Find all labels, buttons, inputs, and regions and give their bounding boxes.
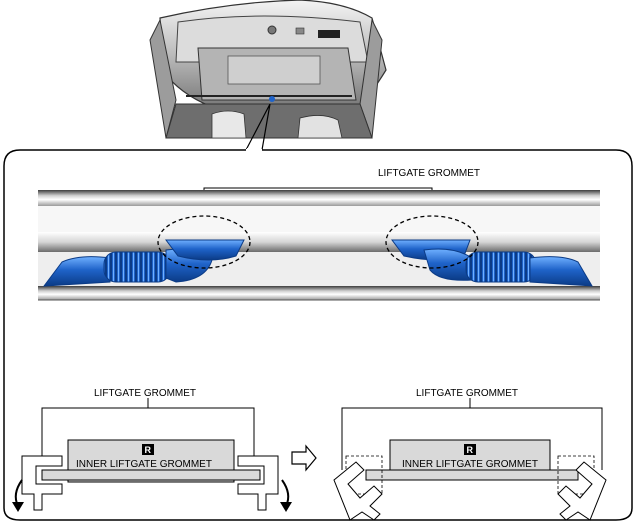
left-grommet-hose <box>42 239 245 287</box>
left-grommet-label: LIFTGATE GROMMET <box>94 388 196 399</box>
top-grommet-label: LIFTGATE GROMMET <box>378 168 480 179</box>
vehicle-rear-illustration <box>149 0 387 139</box>
liftgate-rail-panel <box>38 190 600 301</box>
right-label-leader <box>341 398 603 470</box>
left-r-marker: R <box>145 445 152 455</box>
right-r-marker: R <box>467 445 474 455</box>
right-inner-grommet-label: INNER LIFTGATE GROMMET <box>402 459 538 470</box>
left-inner-grommet-label: INNER LIFTGATE GROMMET <box>76 459 212 470</box>
left-label-leader <box>41 398 255 456</box>
right-schematic: R INNER LIFTGATE GROMMET <box>333 439 607 521</box>
left-grommet-highlight <box>157 215 251 269</box>
right-r-marker-box <box>464 444 476 455</box>
left-schematic: R INNER LIFTGATE GROMMET <box>12 439 292 512</box>
right-grommet-highlight <box>385 215 479 269</box>
callout-pointer <box>245 103 271 151</box>
right-grommet-hose <box>391 239 593 287</box>
next-step-arrow-icon <box>291 444 317 472</box>
right-grommet-label: LIFTGATE GROMMET <box>416 388 518 399</box>
left-r-marker-box <box>142 444 154 455</box>
